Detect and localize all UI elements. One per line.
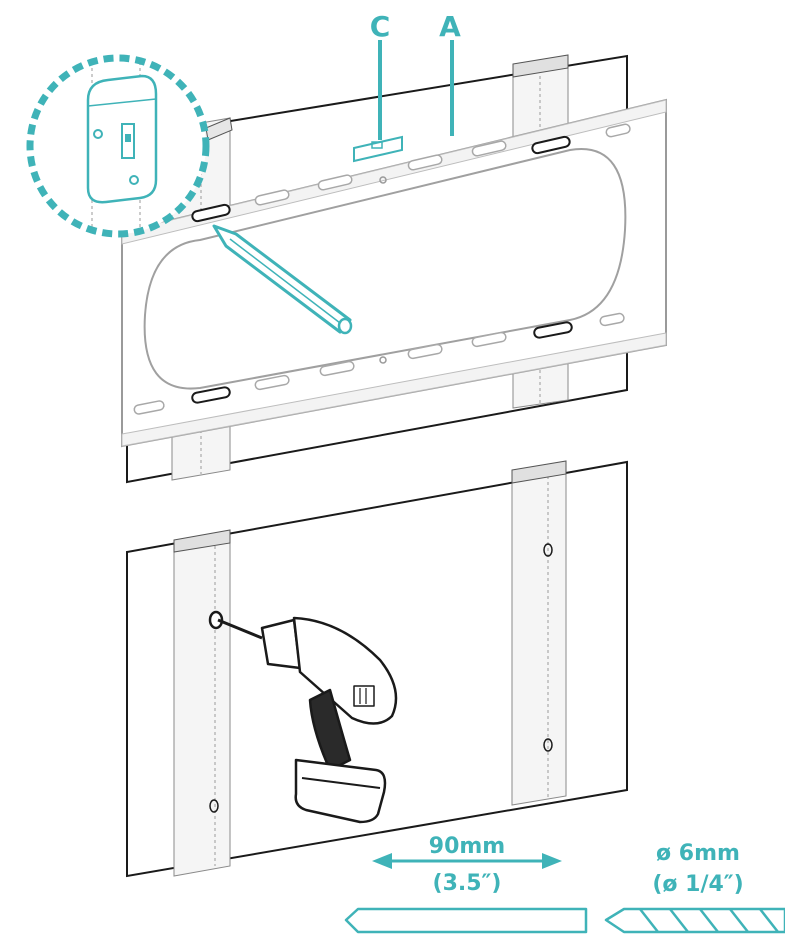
wall-plate-bracket-icon <box>121 98 667 448</box>
double-arrow-icon <box>372 853 562 869</box>
callout-leaders <box>378 40 454 140</box>
callout-label-a: A <box>439 10 461 43</box>
magnifier-detail-icon <box>26 54 210 238</box>
callout-label-c: C <box>370 10 391 43</box>
power-drill-icon <box>208 610 398 824</box>
pencil-icon <box>212 224 353 335</box>
diameter-mm-label: ø 6mm <box>656 841 740 866</box>
drill-bit-icon <box>344 907 785 934</box>
level-icon <box>353 135 403 163</box>
depth-mm-label: 90mm <box>429 834 505 859</box>
diameter-inch-label: (ø 1/4″) <box>652 872 743 897</box>
depth-inch-label: (3.5″) <box>433 871 502 896</box>
